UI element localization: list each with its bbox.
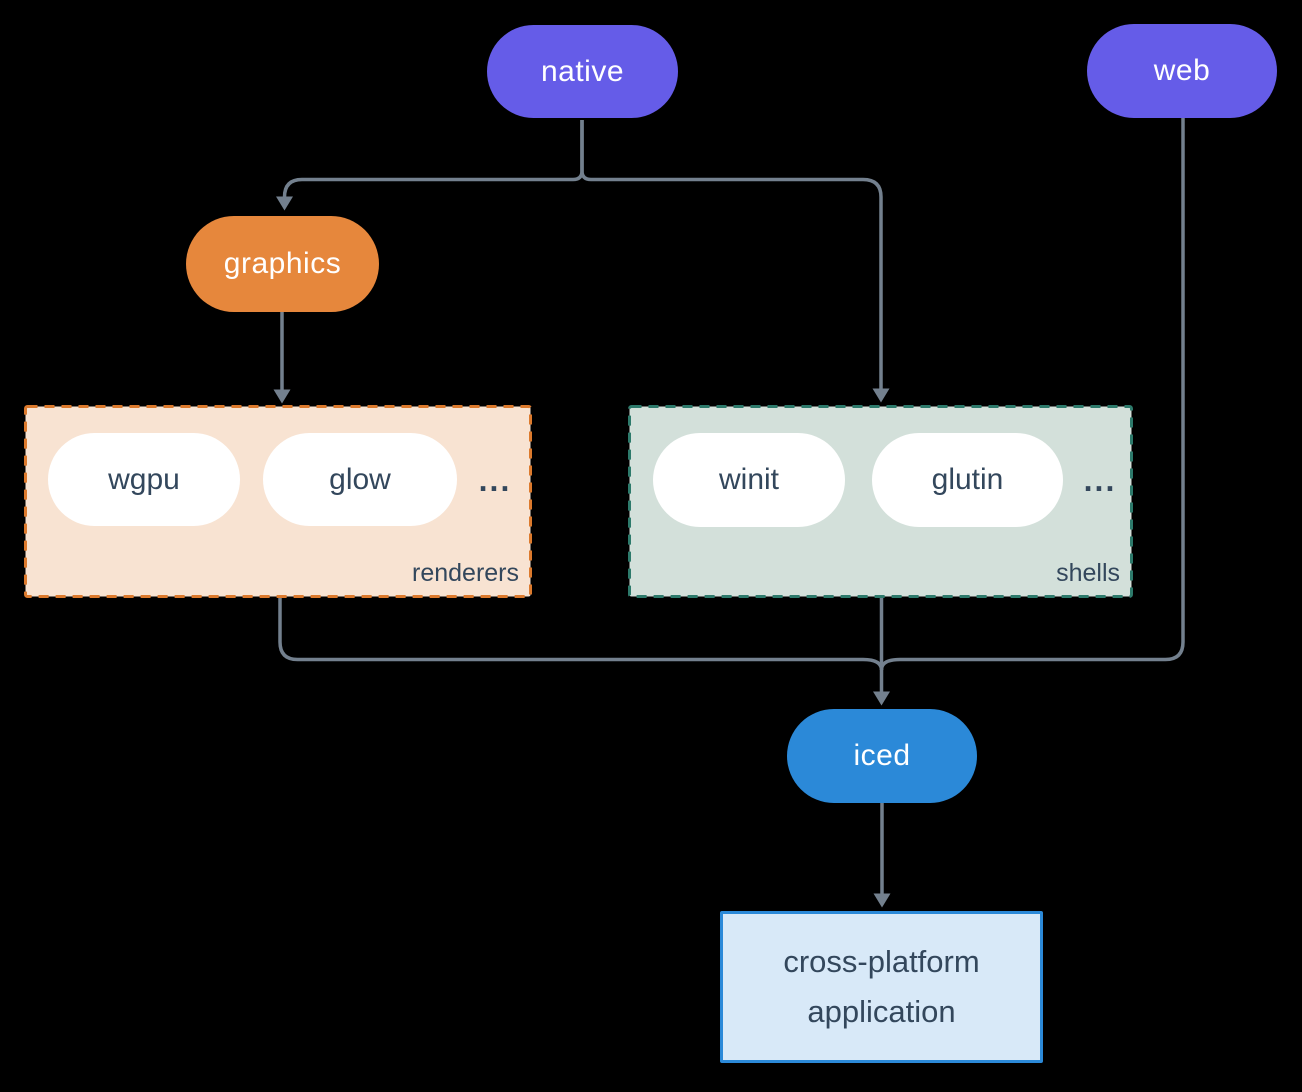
node-wgpu-label: wgpu bbox=[108, 462, 180, 496]
node-glow: glow bbox=[263, 433, 457, 526]
arrowhead-into-shells bbox=[872, 388, 890, 403]
node-native-label: native bbox=[540, 54, 625, 88]
application-label-line2: application bbox=[807, 994, 956, 1029]
node-iced: iced bbox=[787, 709, 977, 803]
node-web: web bbox=[1087, 24, 1277, 118]
node-graphics-label: graphics bbox=[223, 247, 342, 280]
edge-native-shells bbox=[580, 120, 883, 389]
node-graphics: graphics bbox=[186, 216, 379, 312]
node-iced-label: iced bbox=[853, 739, 911, 772]
node-winit: winit bbox=[653, 433, 845, 527]
arrowhead-into-graphics bbox=[276, 196, 293, 211]
node-glutin: glutin bbox=[872, 433, 1063, 527]
node-cross-platform-application: cross-platform application bbox=[720, 911, 1043, 1063]
application-label-line1: cross-platform bbox=[783, 944, 980, 979]
edge-renderers-iced bbox=[278, 598, 884, 671]
ellipsis-shells: ... bbox=[1083, 461, 1117, 498]
group-shells: winit glutin ... shells bbox=[628, 405, 1133, 598]
group-renderers: wgpu glow ... renderers bbox=[24, 405, 532, 598]
node-glow-label: glow bbox=[329, 462, 391, 496]
arrowhead-into-application bbox=[873, 893, 891, 908]
node-web-label: web bbox=[1153, 54, 1211, 87]
edge-native-graphics bbox=[282, 120, 584, 198]
group-label-shells: shells bbox=[1056, 559, 1120, 587]
ellipsis-renderers: ... bbox=[478, 461, 512, 498]
arrowhead-into-iced bbox=[873, 691, 890, 706]
group-label-renderers: renderers bbox=[412, 559, 519, 587]
node-wgpu: wgpu bbox=[48, 433, 240, 526]
node-winit-label: winit bbox=[718, 463, 779, 496]
node-glutin-label: glutin bbox=[931, 463, 1004, 496]
edge-web-iced bbox=[879, 118, 1185, 671]
arrowhead-into-renderers bbox=[273, 389, 291, 404]
node-native: native bbox=[487, 25, 678, 118]
